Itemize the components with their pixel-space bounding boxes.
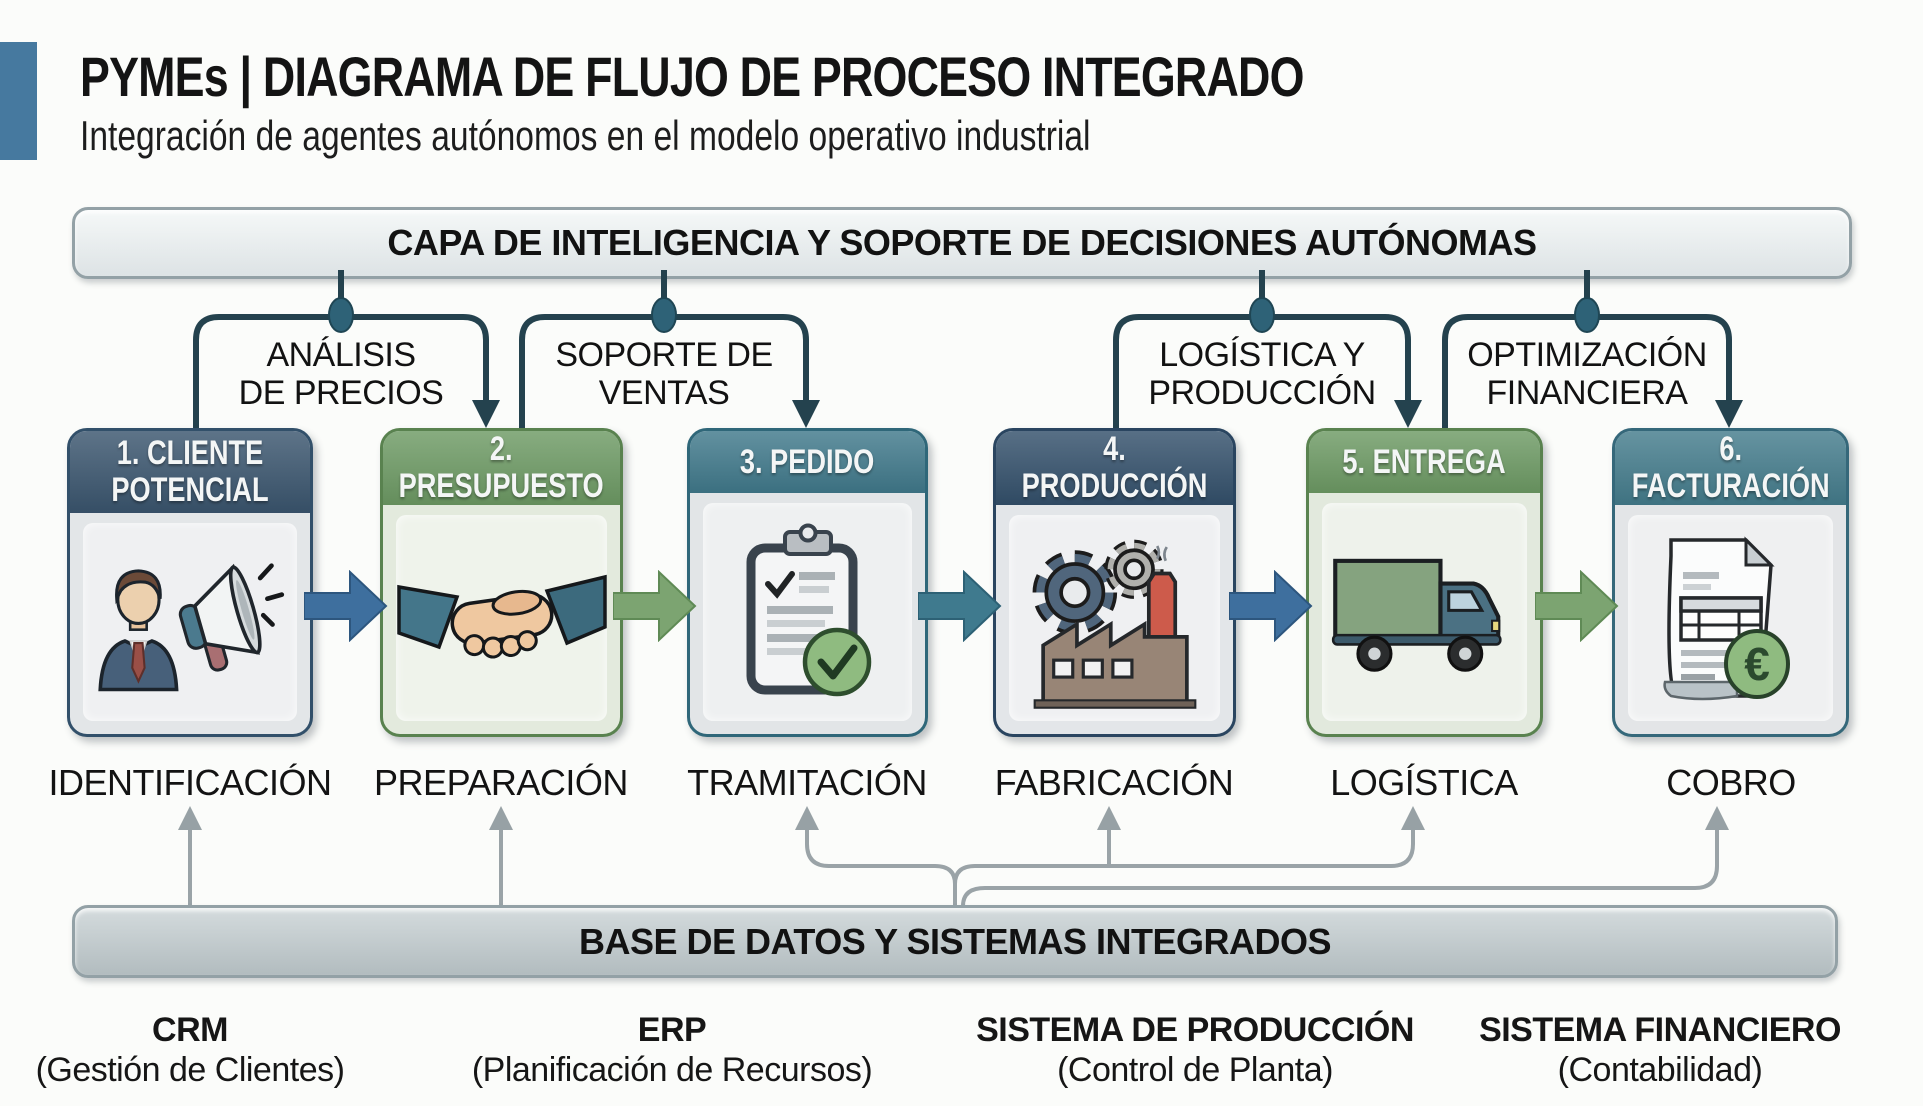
system-name: CRM — [152, 1011, 228, 1049]
connector-node-dot — [651, 297, 677, 333]
db-arrowhead — [489, 806, 513, 830]
system-crm: CRM (Gestión de Clientes) — [0, 1010, 420, 1090]
step-box-header: 3. PEDIDO — [690, 431, 925, 493]
db-line-logistica — [953, 824, 1415, 886]
step-box-header: 1. CLIENTE POTENCIAL — [70, 431, 310, 513]
step-box-pedido: 3. PEDIDO — [687, 428, 928, 737]
stage-label-fabricacion: FABRICACIÓN — [994, 762, 1234, 803]
agent-link-label-analisis-precios: ANÁLISIS DE PRECIOS — [238, 336, 444, 412]
connector-node-dot — [1574, 297, 1600, 333]
system-description: (Contabilidad) — [1557, 1051, 1763, 1089]
step-box-header: 5. ENTREGA — [1309, 431, 1540, 493]
db-line-cobro — [961, 824, 1719, 908]
flow-arrow-presupuesto-pedido — [613, 570, 697, 642]
stage-label-tramitacion: TRAMITACIÓN — [687, 762, 927, 803]
step-box-header: 2. PRESUPUESTO — [383, 431, 620, 505]
handshake-icon — [396, 574, 607, 659]
db-line-tramitacion — [805, 824, 957, 908]
invoice-euro-icon: € — [1662, 535, 1790, 700]
db-arrowhead — [1097, 806, 1121, 830]
customer-megaphone-icon — [98, 562, 285, 691]
system-erp: ERP (Planificación de Recursos) — [442, 1010, 902, 1090]
db-arrowhead — [178, 806, 202, 830]
step-box-entrega: 5. ENTREGA — [1306, 428, 1543, 737]
database-systems-label: BASE DE DATOS Y SISTEMAS INTEGRADOS — [579, 920, 1331, 962]
agent-link-label-logistica-produccion: LOGÍSTICA Y PRODUCCIÓN — [1148, 336, 1376, 412]
step-box-header: 6. FACTURACIÓN — [1615, 431, 1846, 505]
system-financiero: SISTEMA FINANCIERO (Contabilidad) — [1430, 1010, 1890, 1090]
flow-arrow-entrega-facturacion — [1535, 570, 1619, 642]
title-accent-square — [0, 42, 37, 160]
stage-label-logistica: LOGÍSTICA — [1330, 762, 1518, 803]
system-name: SISTEMA FINANCIERO — [1479, 1011, 1841, 1049]
database-systems-bar: BASE DE DATOS Y SISTEMAS INTEGRADOS — [72, 905, 1838, 978]
system-produccion: SISTEMA DE PRODUCCIÓN (Control de Planta… — [965, 1010, 1425, 1090]
page-subtitle: Integración de agentes autónomos en el m… — [80, 112, 1091, 159]
delivery-truck-icon — [1331, 558, 1502, 672]
system-description: (Control de Planta) — [1057, 1051, 1333, 1089]
system-description: (Planificación de Recursos) — [471, 1051, 873, 1089]
stage-label-cobro: COBRO — [1666, 762, 1796, 803]
step-box-header: 4. PRODUCCIÓN — [996, 431, 1233, 505]
step-box-produccion: 4. PRODUCCIÓN — [993, 428, 1236, 737]
connector-node-dot — [1249, 297, 1275, 333]
gears-factory-icon — [1032, 539, 1196, 709]
system-description: (Gestión de Clientes) — [35, 1051, 345, 1089]
flow-arrow-cliente-presupuesto — [304, 570, 388, 642]
system-name: ERP — [637, 1011, 707, 1049]
system-name: SISTEMA DE PRODUCCIÓN — [976, 1011, 1414, 1049]
agent-link-label-optimizacion-financiera: OPTIMIZACIÓN FINANCIERA — [1467, 336, 1707, 412]
intelligence-layer-label: CAPA DE INTELIGENCIA Y SOPORTE DE DECISI… — [387, 222, 1537, 263]
clipboard-check-icon — [746, 523, 871, 696]
intelligence-layer-bar: CAPA DE INTELIGENCIA Y SOPORTE DE DECISI… — [72, 207, 1852, 279]
step-box-presupuesto: 2. PRESUPUESTO — [380, 428, 623, 737]
step-box-cliente-potencial: 1. CLIENTE POTENCIAL — [67, 428, 313, 737]
stage-label-identificacion: IDENTIFICACIÓN — [48, 762, 332, 803]
stage-label-preparacion: PREPARACIÓN — [374, 762, 628, 803]
connector-node-dot — [328, 297, 354, 333]
page-title: PYMEs | DIAGRAMA DE FLUJO DE PROCESO INT… — [80, 45, 1304, 108]
db-arrowhead — [1705, 806, 1729, 830]
flow-arrow-pedido-produccion — [918, 570, 1002, 642]
db-arrowhead — [1401, 806, 1425, 830]
flow-arrow-produccion-entrega — [1229, 570, 1313, 642]
agent-link-label-soporte-ventas: SOPORTE DE VENTAS — [555, 336, 773, 412]
db-arrowhead — [795, 806, 819, 830]
step-box-facturacion: 6. FACTURACIÓN € — [1612, 428, 1849, 737]
svg-text:€: € — [1744, 638, 1770, 690]
